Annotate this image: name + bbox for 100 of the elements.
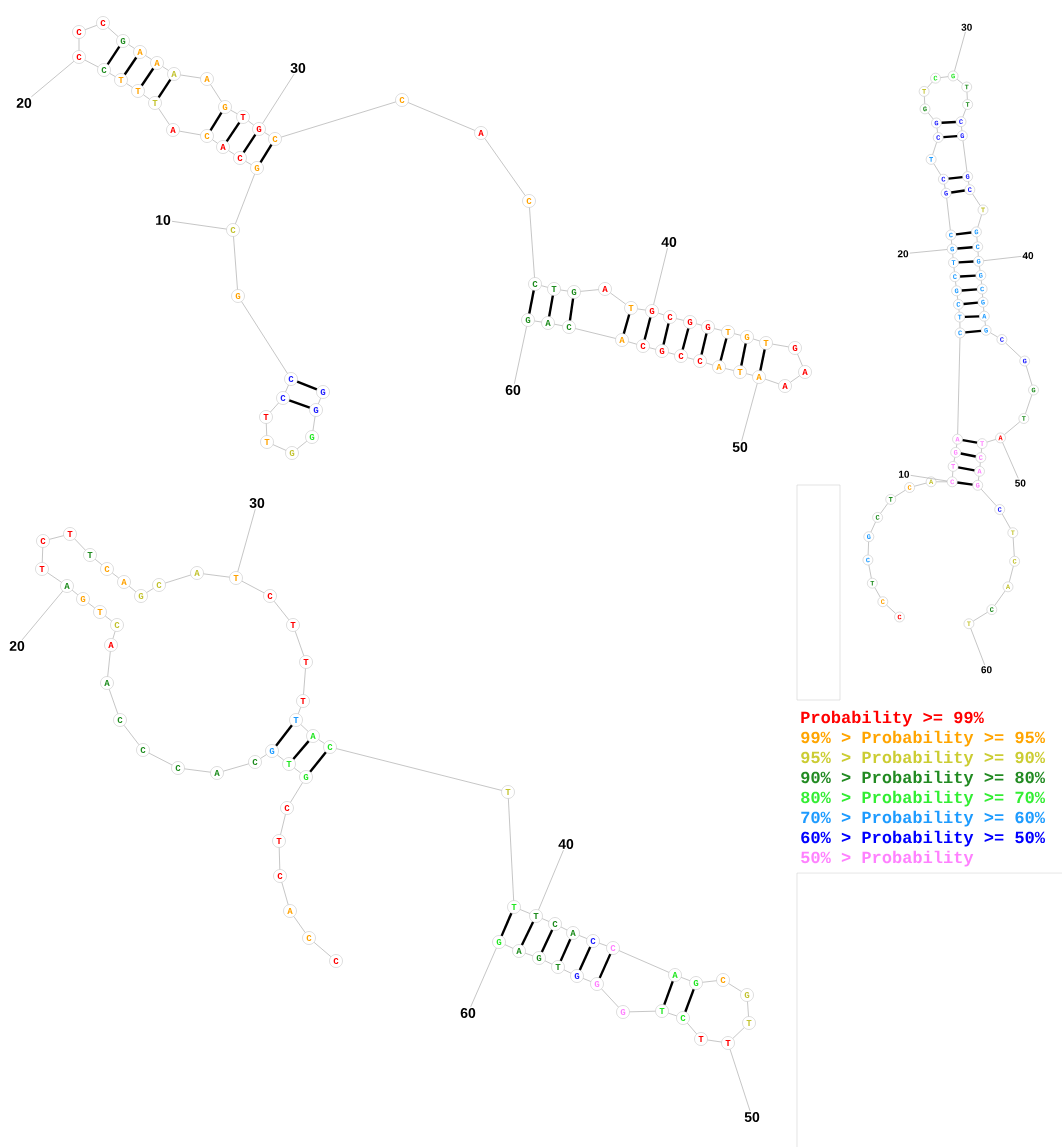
backbone-line [281,882,289,905]
backbone-line [264,132,270,136]
backbone-line [318,397,321,405]
base-pair-line [941,120,956,124]
leader-line [470,947,497,1008]
backbone-line [74,538,86,551]
backbone-line [928,112,934,120]
backbone-line [298,707,301,714]
backbone-line [107,651,111,677]
backbone-line [990,332,998,338]
leader-line [514,326,527,385]
position-number: 30 [961,23,972,31]
backbone-line [976,236,978,242]
backbone-line [158,108,170,125]
leader-line [983,256,1022,261]
legend-entry: 99% > Probability >= 95% [801,730,1045,747]
legend-entry: 95% > Probability >= 90% [801,750,1045,767]
backbone-line [203,573,230,578]
position-number: 40 [1022,252,1034,260]
backbone-line [525,952,533,957]
backbone-line [979,266,981,271]
backbone-line [973,612,988,622]
leader-line [171,221,227,230]
backbone-line [772,343,789,348]
backbone-line [966,91,968,100]
backbone-line [944,184,946,189]
backbone-line [797,353,803,367]
backbone-line [979,462,981,467]
base-pair-line [296,380,318,391]
position-number: 50 [744,1112,760,1122]
backbone-line [707,1039,722,1043]
backbone-line [278,847,281,870]
base-pair-line [157,78,172,99]
backbone-line [582,978,592,982]
backbone-line [71,589,79,596]
backbone-line [94,558,103,566]
base-pair-line [965,329,982,334]
backbone-line [702,980,717,983]
legend-entry: 90% > Probability >= 80% [801,770,1045,787]
base-pair-line [309,751,327,773]
position-number: 60 [460,1008,476,1018]
backbone-line [563,969,572,974]
base-pair-line [663,980,674,1006]
legend-entry: Probability >= 99% [801,710,984,727]
base-pair-line [960,452,976,458]
backbone-line [294,767,301,774]
backbone-line [734,333,741,336]
backbone-line [668,1012,677,1017]
leader-line [909,249,948,254]
backbone-line [714,328,722,331]
base-pair-line [568,298,575,321]
backbone-line [544,960,553,965]
base-pair-line [540,929,554,953]
leader-line [21,590,63,641]
backbone-line [924,96,926,104]
legend-entry: 80% > Probability >= 70% [801,790,1045,807]
backbone-line [235,173,255,225]
backbone-line [128,44,135,49]
backbone-line [105,615,112,622]
backbone-line [952,471,954,477]
backbone-line [868,564,872,579]
backbone-line [732,1027,745,1039]
base-pair-line [140,67,155,87]
backbone-line [148,752,173,766]
backbone-line [649,347,656,350]
base-pair-line [740,343,747,366]
backbone-line [601,988,619,1008]
leader-line [237,508,256,572]
backbone-line [273,600,290,621]
base-pair-line [275,724,293,747]
backbone-line [534,320,542,323]
backbone-line [790,375,800,383]
backbone-line [260,754,267,759]
backbone-line [560,926,568,931]
backbone-line [241,301,288,374]
backbone-line [1004,421,1021,435]
backbone-line [687,357,694,360]
position-number: 40 [661,237,677,247]
backbone-line [956,78,963,85]
backbone-line [953,457,956,462]
leader-line [970,628,985,666]
backbone-line [676,318,684,321]
base-pair-line [259,144,273,163]
backbone-line [927,81,933,88]
backbone-line [753,338,760,342]
position-number: 30 [290,63,306,73]
backbone-line [145,55,152,60]
backbone-line [867,541,869,556]
backbone-line [180,74,201,79]
backbone-line [1005,342,1022,358]
backbone-line [241,580,265,594]
backbone-line [560,289,568,292]
base-pair-line [681,328,690,350]
backbone-line [962,140,968,172]
backbone-line [696,323,702,326]
backbone-line [294,631,305,656]
backbone-line [955,281,957,286]
backbone-line [272,444,287,451]
leader-line [954,31,966,72]
backbone-line [961,126,963,131]
